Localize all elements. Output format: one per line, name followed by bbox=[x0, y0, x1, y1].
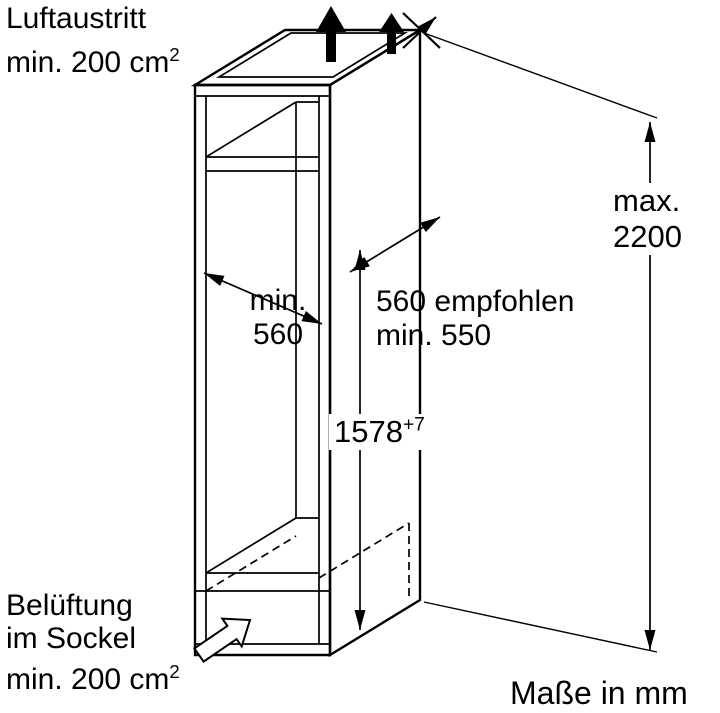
niche-height-value: 1578 bbox=[334, 414, 403, 449]
air-outlet-arrow-icon bbox=[316, 6, 346, 62]
depth-left-dimension-arrow bbox=[203, 272, 323, 325]
units-note: Maße in mm bbox=[510, 675, 688, 711]
base-airflow-arrow-icon bbox=[193, 617, 252, 663]
depth-right-label: 560 empfohlen min. 550 bbox=[376, 285, 575, 353]
overall-height-prefix: max. bbox=[613, 183, 681, 218]
air-outlet-line1: Luftaustritt bbox=[6, 2, 147, 35]
air-outlet-arrow-icon bbox=[379, 13, 404, 54]
base-vent-line1: Belüftung bbox=[6, 589, 133, 622]
airflow-symbols bbox=[193, 6, 441, 663]
base-vent-line3: min. 200 cm2 bbox=[6, 661, 180, 696]
overall-height-value: 2200 bbox=[613, 219, 682, 254]
cabinet-panel-edges bbox=[195, 32, 409, 645]
hidden-edges-dashed bbox=[205, 522, 410, 596]
depth-left-label: min. 560 bbox=[236, 284, 320, 352]
air-outlet-superscript: 2 bbox=[169, 44, 180, 65]
base-vent-superscript: 2 bbox=[169, 661, 180, 682]
hidden-bottom-edges bbox=[205, 522, 410, 596]
no-air-exit-icon bbox=[402, 12, 441, 49]
depth-right-line1: 560 empfohlen bbox=[376, 285, 575, 318]
overall-height-label: max. 2200 bbox=[609, 183, 686, 255]
niche-height-label: 1578+7 bbox=[329, 414, 430, 450]
air-outlet-line2: min. 200 cm2 bbox=[6, 44, 180, 79]
crossed-arrow-shaft bbox=[402, 16, 437, 49]
extension-lines bbox=[423, 32, 658, 653]
crossed-arrow-cross bbox=[402, 12, 441, 49]
niche-height-tolerance: +7 bbox=[402, 414, 425, 436]
depth-left-prefix: min. bbox=[249, 284, 307, 317]
front-frame-lines bbox=[195, 95, 330, 645]
base-vent-label: Belüftung im Sockel min. 200 cm2 bbox=[6, 589, 180, 696]
base-vent-line2: im Sockel bbox=[6, 622, 137, 655]
depth-right-line2: min. 550 bbox=[376, 319, 492, 352]
depth-right-dimension-arrow bbox=[349, 216, 441, 273]
air-outlet-label: Luftaustritt min. 200 cm2 bbox=[6, 1, 180, 81]
top-vent-opening bbox=[215, 32, 409, 78]
depth-left-value: 560 bbox=[252, 318, 304, 351]
